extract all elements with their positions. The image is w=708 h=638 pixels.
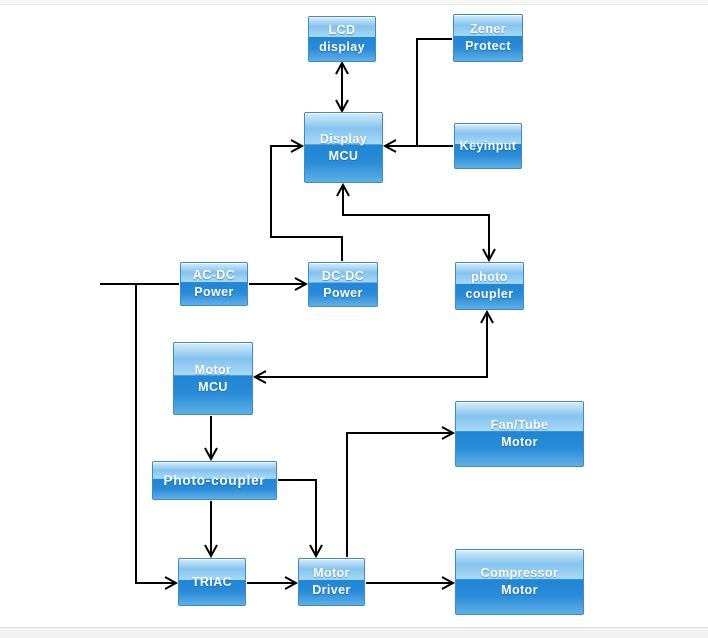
block-label: Motor <box>313 566 350 580</box>
block-label: display <box>319 40 365 54</box>
bottom-strip <box>0 627 708 638</box>
connector-plug-branch-to-triac <box>135 284 179 590</box>
top-strip <box>0 0 708 5</box>
block-lcd-display: LCD display <box>308 16 376 62</box>
block-label: Display <box>319 131 368 146</box>
block-label: photo <box>471 270 508 284</box>
block-label: Zener <box>469 22 507 36</box>
block-label: Fan/Tube <box>490 418 549 432</box>
block-label: TRIAC <box>191 574 233 589</box>
block-photo-coupler: photo coupler <box>455 262 524 310</box>
block-keyinput: Keyinput <box>454 123 522 169</box>
block-dc-dc-power: DC-DC Power <box>308 262 378 307</box>
block-label: Photo-coupler <box>163 473 266 488</box>
connector-motor-driver-to-fan-tube-motor <box>346 426 456 557</box>
block-label: Power <box>323 285 363 300</box>
block-label: AC-DC <box>192 268 236 282</box>
block-label: Compressor <box>480 566 559 580</box>
block-label: LCD <box>328 23 356 37</box>
block-label: coupler <box>465 287 514 301</box>
block-label: Motor <box>501 435 538 449</box>
connector-photo-coupler-isolator-to-motor-driver <box>278 479 323 559</box>
connector-display-mcu-to-photo-coupler <box>336 182 496 263</box>
connector-motor-mcu-to-photo-coupler <box>252 309 494 384</box>
block-label: Keyinput <box>459 138 517 153</box>
block-label: Motor <box>501 583 538 597</box>
block-label: Power <box>194 285 234 299</box>
block-label: Driver <box>312 583 351 597</box>
block-photo-coupler-isolator: Photo-coupler <box>152 461 277 500</box>
block-label: DC-DC <box>321 268 365 283</box>
block-label: Motor <box>194 362 232 377</box>
block-label: Protect <box>465 39 511 53</box>
block-triac: TRIAC <box>178 558 246 606</box>
block-label: MCU <box>328 148 359 163</box>
connector-zener-protect-branch <box>416 38 452 145</box>
block-ac-dc-power: AC-DC Power <box>180 262 248 306</box>
block-label: MCU <box>198 379 228 394</box>
